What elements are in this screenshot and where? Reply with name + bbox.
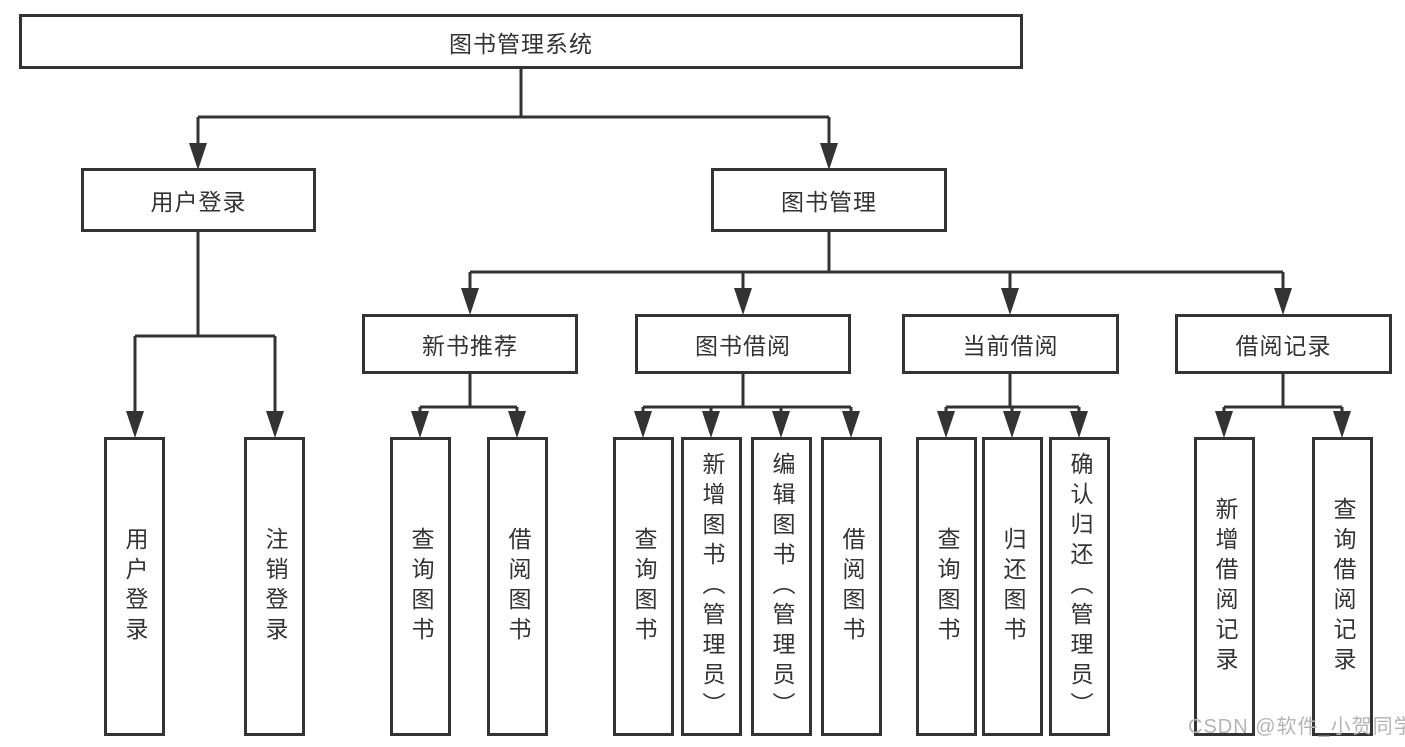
connector-records-children: [1222, 374, 1344, 414]
connector-bookmgmt-to-level3: [468, 232, 1285, 291]
connector-userlogin-to-children: [133, 232, 277, 414]
leaf-user-login: 用户登录: [104, 437, 165, 736]
leaf-records-add-record: 新增借阅记录: [1194, 437, 1255, 736]
leaf-recommend-borrow-books: 借阅图书: [487, 437, 548, 736]
leaf-current-confirm-return-admin: 确认归还（管理员）: [1049, 437, 1110, 736]
arrowheads-level3: [461, 288, 1292, 315]
node-book-management: 图书管理: [711, 168, 947, 232]
leaf-borrow-borrow-books: 借阅图书: [821, 437, 882, 736]
leaf-borrow-edit-books-admin: 编辑图书（管理员）: [751, 437, 812, 736]
connector-current-children: [944, 374, 1081, 414]
connector-root-to-level2: [196, 69, 831, 146]
connector-borrow-children: [641, 374, 853, 414]
node-new-book-recommendation: 新书推荐: [362, 314, 578, 374]
arrowheads-userlogin-children: [126, 411, 284, 438]
node-user-login: 用户登录: [81, 168, 316, 232]
leaf-records-query-record: 查询借阅记录: [1312, 437, 1373, 736]
leaf-borrow-add-books-admin: 新增图书（管理员）: [681, 437, 742, 736]
leaf-current-return-books: 归还图书: [982, 437, 1043, 736]
node-current-borrowing: 当前借阅: [902, 314, 1119, 374]
arrowheads-level4: [411, 411, 1351, 438]
leaf-recommend-query-books: 查询图书: [390, 437, 451, 736]
csdn-watermark: CSDN @软件_小贺同学: [1188, 716, 1405, 738]
node-borrowing-records: 借阅记录: [1175, 314, 1392, 374]
leaf-logout-login: 注销登录: [244, 437, 305, 736]
node-library-management-system: 图书管理系统: [19, 14, 1023, 69]
leaf-borrow-query-books: 查询图书: [613, 437, 674, 736]
leaf-current-query-books: 查询图书: [916, 437, 977, 736]
arrowheads-level2: [189, 143, 838, 170]
node-book-borrowing: 图书借阅: [635, 314, 851, 374]
connector-recommend-children: [418, 374, 519, 414]
